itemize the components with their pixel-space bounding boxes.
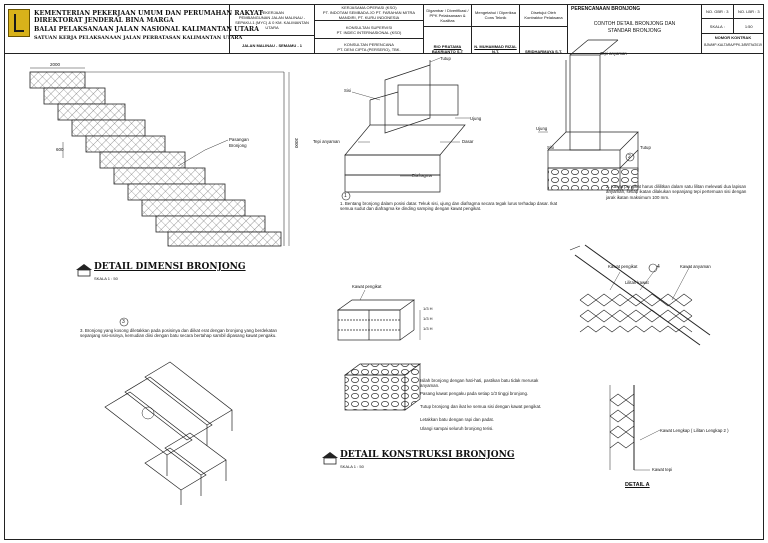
- sig1-name: RIO PRATAMA BAKRIANTO S.T: [431, 44, 464, 54]
- signature-col-3: Disetujui Oleh Kontraktor Pelaksana SRID…: [520, 4, 568, 54]
- agency-line-4: SATUAN KERJA PELAKSANAAN JALAN PERBATASA…: [34, 35, 243, 41]
- dim-left: 600: [56, 147, 64, 152]
- sig3-name: SRIDHARMAYA S.T.: [524, 49, 563, 54]
- scale-konstruksi: SKALA 1 : 50: [340, 464, 364, 469]
- agency-block: KEMENTERIAN PEKERJAAN UMUM DAN PERUMAHAN…: [4, 4, 263, 54]
- pekerjaan-cell: PEKERJAAN PEMBANGUNAN JALAN MALINAU - SE…: [230, 4, 315, 54]
- sheet-info-cell: NO. GBR : 3 NO. LBR : 3 SKALA : 1:50 NOM…: [702, 4, 764, 54]
- label-sisi-2: Sisi: [547, 145, 554, 150]
- sig2-name: N. MUHAMMAD RIZAL N.T.: [474, 44, 517, 54]
- step-3-note: 3. Bronjong yang kosong diletakkan pada …: [80, 328, 277, 339]
- sig1-head: Digambar / Diverifikasi / PPK Pelaksanaa…: [424, 4, 471, 27]
- label-diafragma-1: Diafragma: [412, 173, 432, 178]
- kode-label: NOMOR KONTRAK: [714, 35, 752, 40]
- dim-right: 3000: [294, 137, 300, 149]
- gabion-unfolded-sketch: [341, 57, 470, 201]
- step-3-number: 3: [122, 319, 125, 325]
- label-kawat-anyaman: Kawat anyaman: [680, 264, 711, 269]
- label-kawat-tepi: Kawat tepi: [652, 467, 673, 472]
- dim-top: 2000: [50, 62, 61, 67]
- step-4-number: 4: [657, 264, 660, 270]
- title-block: KEMENTERIAN PEKERJAAN UMUM DAN PERUMAHAN…: [4, 4, 764, 54]
- step-2-note: 2. Kawat pengikat harus dililitkan dalam…: [606, 184, 747, 200]
- heading-marker-icons: [76, 264, 338, 465]
- supervisi-text: PT. INDEC INTERNASIONAL (KSO): [336, 29, 402, 35]
- label-tutup-2: Tutup: [640, 145, 651, 150]
- construction-note-5: Ulangi sampai seluruh bronjong terisi.: [420, 426, 494, 431]
- contractor-head: KERJASAMA OPERASI (KSO): [341, 4, 397, 10]
- drawing-title-head: PERENCANAAN BRONJONG: [571, 6, 641, 12]
- label-tepi-1: Tepi anyaman: [313, 139, 340, 144]
- label-kawat-pengikat-2: Kawat pengikat: [608, 264, 638, 269]
- agency-line-2: DIREKTORAT JENDERAL BINA MARGA: [34, 17, 174, 24]
- pekerjaan-text: PEMBANGUNAN JALAN MALINAU - SEPAKU-1 (MY…: [235, 14, 309, 30]
- label-tepi-2: Tepi anyaman: [600, 51, 627, 56]
- heading-detail-a: DETAIL A: [625, 482, 650, 488]
- sig3-head: Disetujui Oleh Kontraktor Pelaksana: [520, 4, 567, 27]
- heading-dimensi: DETAIL DIMENSI BRONJONG: [94, 262, 246, 272]
- kode-value: BJN/MP-KALTARA/PPK-3/BRTN/2019: [704, 43, 762, 47]
- step-1-note: 1. Bentang bronjong dalam posisi datar. …: [340, 201, 558, 212]
- label-lilitan: Lilitan kawat: [625, 280, 649, 285]
- label-sisi-1: Sisi: [344, 88, 351, 93]
- gabion-assembled-box: [538, 39, 639, 191]
- agency-line-3: BALAI PELAKSANAAN JALAN NASIONAL KALIMAN…: [34, 26, 259, 33]
- label-kawat-pengikat: Kawat pengikat: [352, 284, 382, 289]
- signature-col-2: Mengetahui / Diperiksa Cons Teknik N. MU…: [472, 4, 520, 54]
- project-name: JALAN MALINAU - SEMAMU - 1: [242, 42, 302, 48]
- skala-label: SKALA :: [702, 19, 734, 33]
- gabion-isometric-placement: [104, 317, 233, 505]
- label-tutup-1: Tutup: [440, 56, 451, 61]
- label-dasar-1: Dasar: [462, 139, 474, 144]
- pekerjaan-head: PEKERJAAN: [260, 9, 284, 15]
- drawing-title: CONTOH DETAIL BRONJONG DAN STANDAR BRONJ…: [593, 21, 676, 34]
- sig2-head: Mengetahui / Diperiksa Cons Teknik: [472, 4, 519, 27]
- supervisi-head: KONSULTAN SUPERVISI: [345, 24, 393, 30]
- label-kawat-lengkap: Kawat Lengkap ( Lilitan Lengkap 2 ): [660, 428, 729, 433]
- signature-col-1: Digambar / Diverifikasi / PPK Pelaksanaa…: [424, 4, 472, 54]
- construction-note-4: Letakkan batu dengan rapi dan padat.: [420, 417, 494, 422]
- perencana-head: KONSULTAN PERENCANA: [344, 42, 394, 47]
- no-gambar-label: NO. GBR :: [706, 8, 726, 14]
- skala-value: 1:50: [744, 23, 753, 29]
- no-gambar: 3: [726, 8, 729, 14]
- no-lembar: 3: [757, 8, 760, 14]
- construction-note-3: Tutup bronjong dan ikat ke semua sisi de…: [420, 404, 542, 409]
- construction-note-1: Isilah bronjong dengan hati-hati, pastik…: [420, 378, 539, 389]
- pupr-logo: [8, 9, 30, 37]
- label-dim-3: 1/3 H: [423, 326, 433, 331]
- construction-note-2: Pasang kawat pengaku pada setiap 1/3 tin…: [420, 391, 529, 396]
- drawing-title-cell: PERENCANAAN BRONJONG CONTOH DETAIL BRONJ…: [568, 4, 702, 54]
- drawing-frame: [4, 4, 764, 540]
- contractor-cell: KERJASAMA OPERASI (KSO) PT. INDOTAM SEMB…: [315, 4, 424, 54]
- callout-pasangan: Pasangan Bronjong: [229, 137, 249, 148]
- heading-konstruksi: DETAIL KONSTRUKSI BRONJONG: [340, 450, 515, 460]
- label-dim-1: 1/3 H: [423, 306, 433, 311]
- label-dim-2: 1/3 H: [423, 316, 433, 321]
- no-lembar-label: NO. LBR :: [737, 8, 757, 14]
- stepped-gabion-elevation: [29, 67, 290, 247]
- label-ujung-1: Ujung: [470, 116, 482, 121]
- mesh-wire-detail: [569, 244, 711, 471]
- step-1-number: 1: [344, 193, 347, 199]
- label-ujung-2: Ujung: [536, 126, 548, 131]
- contractor-text: PT. INDOTAM SEMBADA JO PT. FARAHAN MITRA…: [322, 9, 416, 20]
- scale-dimensi: SKALA 1 : 50: [94, 276, 118, 281]
- step-2-number: 2: [628, 154, 631, 160]
- agency-line-1: KEMENTERIAN PEKERJAAN UMUM DAN PERUMAHAN…: [34, 10, 264, 17]
- perencana-text: PT. DENI CIPTA (PERSERO), TBK.: [337, 47, 401, 52]
- gabion-section-drawing: [336, 289, 422, 411]
